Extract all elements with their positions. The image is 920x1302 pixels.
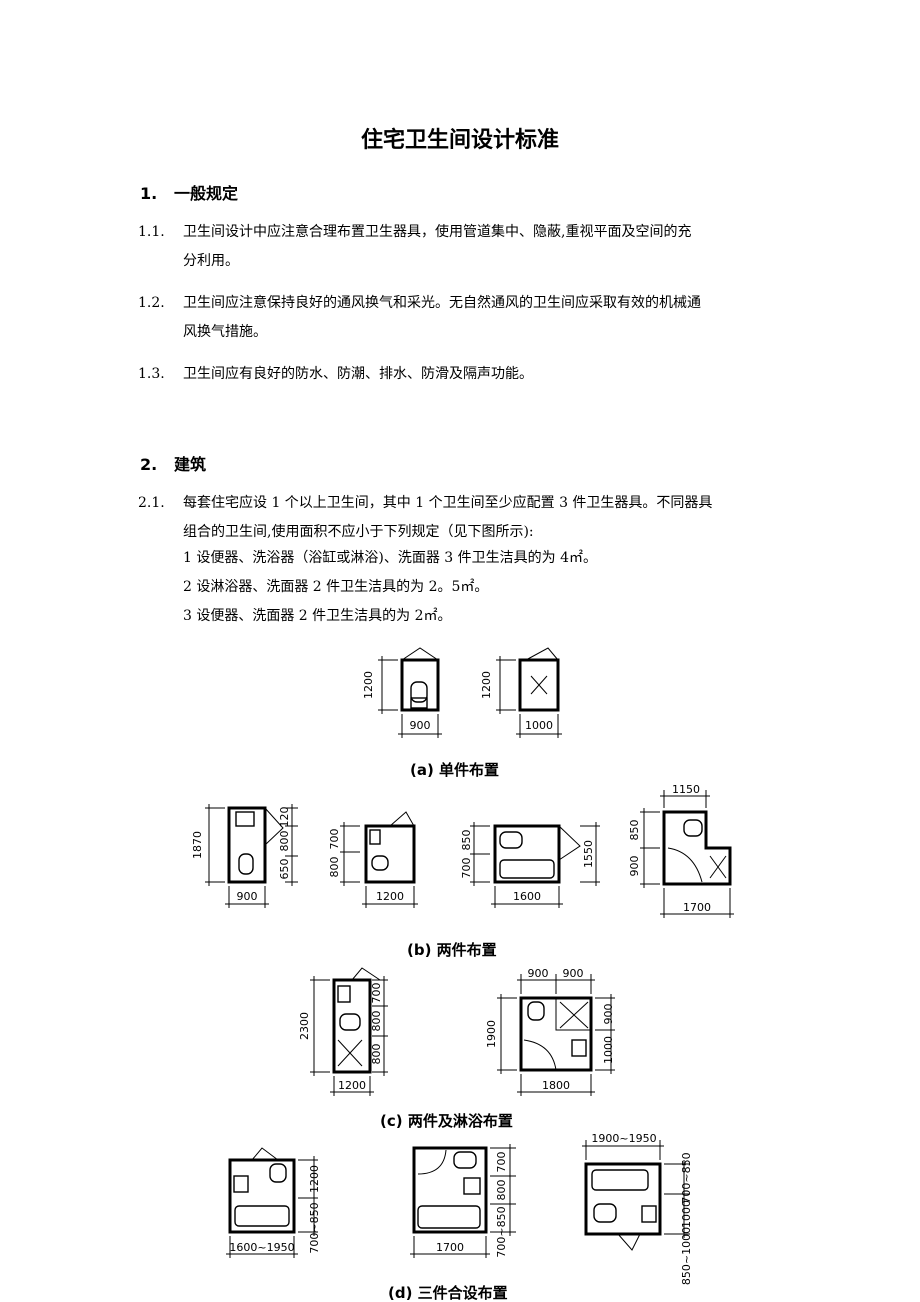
plan-c2: 900 900 1900 900 1000 1800 — [485, 967, 615, 1096]
dim-label: 2300 — [298, 1012, 311, 1040]
caption-d: (d) 三件合设布置 — [388, 1284, 508, 1302]
dim-label: 1550 — [582, 840, 595, 868]
dim-label: 900 — [237, 890, 258, 903]
dim-label: 800 — [328, 857, 341, 878]
plan-d1: 1200 700~850 1600~1950 — [226, 1147, 321, 1258]
dim-label: 700 — [460, 858, 473, 879]
section-title: 建筑 — [174, 455, 207, 474]
caption-b: (b) 两件布置 — [407, 941, 497, 959]
plan-d3: 1900~1950 700~850 1000 850~1000 — [582, 1132, 693, 1285]
dim-label: 1200 — [376, 890, 404, 903]
dim-label: 800 — [495, 1180, 508, 1201]
clause-number: 1.3. — [138, 366, 165, 382]
dim-label: 900 — [602, 1004, 615, 1025]
dim-label: 900 — [528, 967, 549, 980]
clause-line: 卫生间应有良好的防水、防潮、排水、防滑及隔声功能。 — [183, 366, 533, 382]
dim-label: 1900 — [485, 1020, 498, 1048]
dim-label: 900 — [563, 967, 584, 980]
plan-a2: 1200 1000 — [480, 647, 562, 738]
dim-label: 700~850 — [308, 1202, 321, 1253]
clause-line: 分利用。 — [183, 253, 239, 269]
clause-number: 1.2. — [138, 295, 165, 311]
clause-line: 组合的卫生间,使用面积不应小于下列规定（见下图所示): — [183, 524, 534, 540]
dim-label: 800 — [370, 1011, 383, 1032]
clause-line: 卫生间设计中应注意合理布置卫生器具，使用管道集中、隐蔽,重视平面及空间的充 — [183, 224, 692, 240]
plan-c1: 2300 700 800 800 1200 — [298, 967, 388, 1096]
dim-label: 1900~1950 — [591, 1132, 656, 1145]
plan-b3: 850 700 1550 1600 — [460, 822, 600, 908]
plan-a1: 1200 900 — [362, 647, 442, 738]
dim-label: 1200 — [338, 1079, 366, 1092]
dim-label: 1000 — [602, 1036, 615, 1064]
dim-label: 120 — [278, 807, 291, 828]
clause-number: 2.1. — [138, 495, 165, 511]
clause-line: 卫生间应注意保持良好的通风换气和采光。无自然通风的卫生间应采取有效的机械通 — [183, 295, 701, 311]
dim-label: 1600~1950 — [229, 1241, 294, 1254]
dim-label: 1000 — [525, 719, 553, 732]
dim-label: 800 — [278, 831, 291, 852]
dim-label: 1600 — [513, 890, 541, 903]
plan-d2: 700 800 700~850 1700 — [410, 1144, 516, 1258]
clause-line: 每套住宅应设 1 个以上卫生间，其中 1 个卫生间至少应配置 3 件卫生器具。不… — [183, 495, 713, 511]
caption-a: (a) 单件布置 — [410, 761, 499, 779]
dim-label: 1200 — [308, 1165, 321, 1193]
section-number: 2. — [140, 455, 158, 474]
section-2-heading: 2. 建筑 — [140, 451, 206, 475]
clause-2-1: 2.1. 每套住宅应设 1 个以上卫生间，其中 1 个卫生间至少应配置 3 件卫… — [138, 489, 788, 547]
dim-label: 1700 — [683, 901, 711, 914]
dim-label: 700~850 — [495, 1206, 508, 1257]
dim-label: 1700 — [436, 1241, 464, 1254]
clause-line: 风换气措施。 — [183, 324, 267, 340]
dim-label: 900 — [410, 719, 431, 732]
section-1-heading: 1. 一般规定 — [140, 180, 238, 204]
dim-label: 700 — [495, 1152, 508, 1173]
dim-label: 850 — [628, 820, 641, 841]
dim-label: 1200 — [480, 671, 493, 699]
plan-b2: 700 800 1200 — [328, 811, 418, 908]
sub-item-2: 2 设淋浴器、洗面器 2 件卫生洁具的为 2。5㎡。 — [183, 579, 489, 595]
section-title: 一般规定 — [174, 184, 239, 203]
page-title: 住宅卫生间设计标准 — [360, 128, 559, 153]
dim-label: 650 — [278, 859, 291, 880]
dim-label: 700 — [328, 829, 341, 850]
dim-label: 1000 — [680, 1200, 693, 1228]
clause-1-2: 1.2. 卫生间应注意保持良好的通风换气和采光。无自然通风的卫生间应采取有效的机… — [138, 289, 788, 347]
dim-label: 1200 — [362, 671, 375, 699]
sub-item-3: 3 设便器、洗面器 2 件卫生洁具的为 2㎡。 — [183, 608, 452, 624]
clause-1-1: 1.1. 卫生间设计中应注意合理布置卫生器具，使用管道集中、隐蔽,重视平面及空间… — [138, 218, 788, 276]
clause-number: 1.1. — [138, 224, 165, 240]
clause-1-3: 1.3. 卫生间应有良好的防水、防潮、排水、防滑及隔声功能。 — [138, 360, 788, 389]
dim-label: 700 — [370, 983, 383, 1004]
dim-label: 1150 — [672, 783, 700, 796]
plan-b4: 1150 850 900 1700 — [628, 783, 734, 918]
dim-label: 900 — [628, 856, 641, 877]
dim-label: 850~1000 — [680, 1227, 693, 1285]
dim-label: 1870 — [191, 831, 204, 859]
sub-item-1: 1 设便器、洗浴器（浴缸或淋浴)、洗面器 3 件卫生洁具的为 4㎡。 — [183, 550, 597, 566]
dim-label: 850 — [460, 830, 473, 851]
dim-label: 1800 — [542, 1079, 570, 1092]
dim-label: 800 — [370, 1044, 383, 1065]
plan-b1: 1870 120 800 650 900 — [191, 804, 298, 908]
dim-label: 700~850 — [680, 1152, 693, 1203]
section-number: 1. — [140, 184, 158, 203]
caption-c: (c) 两件及淋浴布置 — [380, 1112, 513, 1130]
